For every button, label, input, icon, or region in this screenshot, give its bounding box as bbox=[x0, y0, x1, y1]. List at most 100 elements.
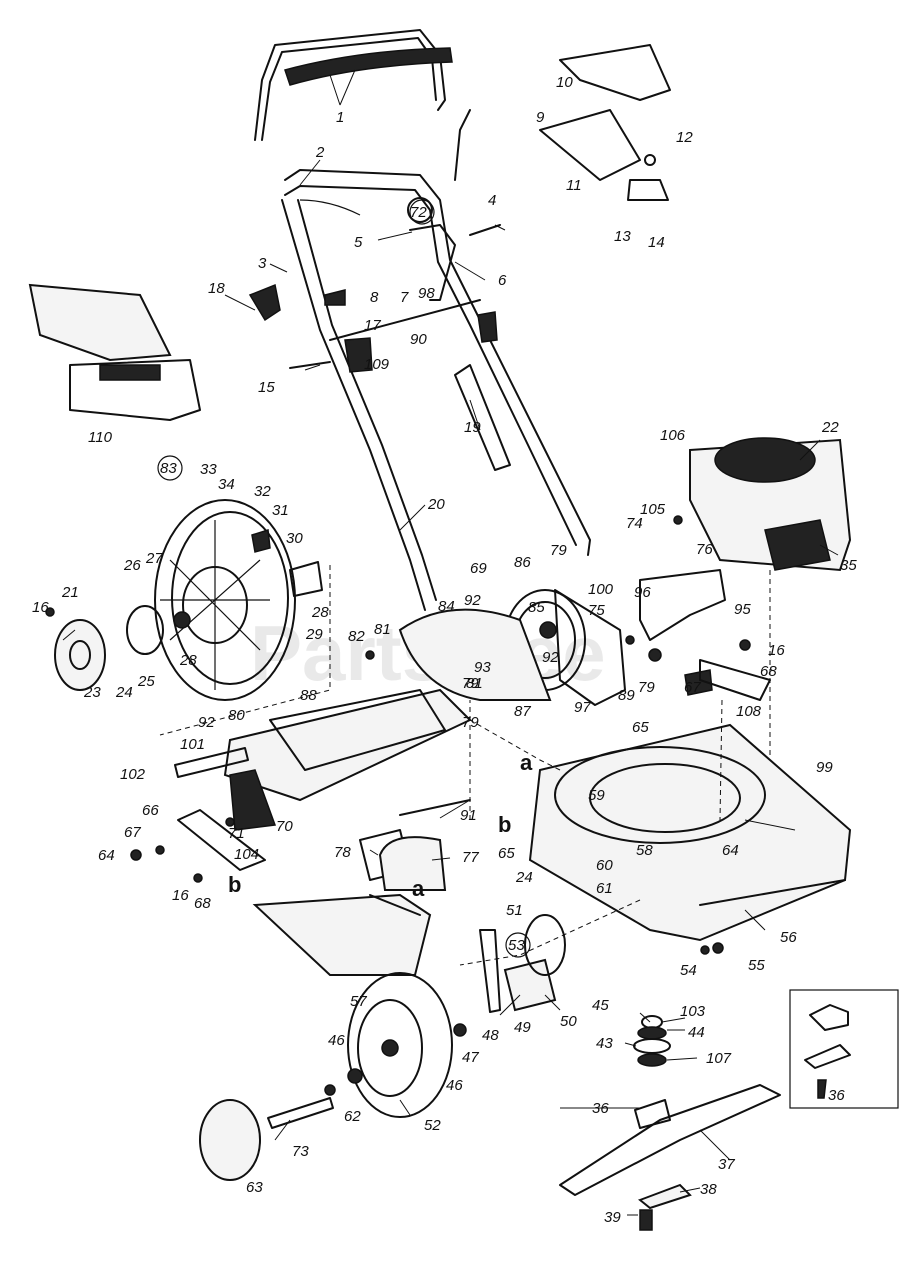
rear-wheel bbox=[154, 499, 296, 701]
callout-30: 30 bbox=[286, 530, 303, 547]
control-bail-assembly bbox=[407, 109, 471, 301]
callout-105: 105 bbox=[640, 501, 666, 518]
callout-92a: 92 bbox=[198, 714, 215, 731]
rear-baffle bbox=[223, 688, 472, 831]
callout-35: 35 bbox=[840, 557, 857, 574]
callout-104: 104 bbox=[234, 846, 259, 863]
callout-79a: 79 bbox=[550, 542, 567, 559]
callout-84: 84 bbox=[438, 598, 455, 615]
callout-75: 75 bbox=[588, 602, 605, 619]
callout-82: 82 bbox=[348, 628, 365, 645]
callout-60: 60 bbox=[596, 857, 613, 874]
callout-79d: 79 bbox=[638, 679, 655, 696]
callout-16a: 16 bbox=[32, 599, 49, 616]
callout-44: 44 bbox=[688, 1024, 705, 1041]
callout-68a: 68 bbox=[194, 895, 211, 912]
front-axle-bolt bbox=[267, 1097, 334, 1129]
callout-71: 71 bbox=[228, 825, 245, 842]
mower-deck bbox=[528, 723, 852, 942]
callout-28b: 28 bbox=[311, 604, 329, 621]
callout-81a: 81 bbox=[374, 621, 391, 638]
callout-31: 31 bbox=[272, 502, 289, 519]
callout-48: 48 bbox=[482, 1027, 499, 1044]
drive-gear-small bbox=[126, 605, 164, 655]
callout-106: 106 bbox=[660, 427, 686, 444]
small-fasteners bbox=[45, 515, 751, 1096]
callout-59: 59 bbox=[588, 787, 605, 804]
front-height-bracket bbox=[479, 914, 566, 1013]
callout-32: 32 bbox=[254, 483, 271, 500]
callout-85: 85 bbox=[528, 599, 545, 616]
callout-73: 73 bbox=[292, 1143, 309, 1160]
callout-57: 57 bbox=[350, 993, 367, 1010]
callout-15: 15 bbox=[258, 379, 275, 396]
brake-bracket bbox=[639, 569, 771, 701]
callout-25: 25 bbox=[137, 673, 155, 690]
callout-54: 54 bbox=[680, 962, 697, 979]
callout-52: 52 bbox=[424, 1117, 441, 1134]
callout-16c: 16 bbox=[172, 887, 189, 904]
callout-labels: 1 2 3 4 5 6 7 8 9 10 11 12 13 14 15 16 1… bbox=[32, 74, 857, 1226]
callout-108: 108 bbox=[736, 703, 762, 720]
callout-58: 58 bbox=[636, 842, 653, 859]
callout-6: 6 bbox=[498, 272, 507, 289]
blade-stiffener bbox=[638, 1183, 692, 1210]
callout-70: 70 bbox=[276, 818, 293, 835]
callout-61: 61 bbox=[596, 880, 613, 897]
callout-74: 74 bbox=[626, 515, 643, 532]
callout-79c: 79 bbox=[462, 714, 479, 731]
callout-69: 69 bbox=[470, 560, 487, 577]
callout-45: 45 bbox=[592, 997, 609, 1014]
bushing-30 bbox=[251, 529, 271, 553]
callout-81b: 81 bbox=[466, 675, 483, 692]
leader-lines bbox=[62, 69, 839, 1216]
callout-13: 13 bbox=[614, 228, 631, 245]
callout-92b: 92 bbox=[464, 592, 481, 609]
blade-adapter-stack bbox=[633, 1015, 671, 1067]
callout-11: 11 bbox=[566, 177, 582, 194]
callout-83: 83 bbox=[160, 460, 177, 477]
callout-79b: 79 bbox=[462, 675, 479, 692]
callout-1: 1 bbox=[336, 109, 344, 126]
ref-b-adjuster: b bbox=[228, 872, 241, 897]
callout-10: 10 bbox=[556, 74, 573, 91]
callout-21: 21 bbox=[61, 584, 79, 601]
blade-bolt bbox=[639, 1209, 653, 1231]
callout-65b: 65 bbox=[498, 845, 515, 862]
callout-99: 99 bbox=[816, 759, 833, 776]
callout-63: 63 bbox=[246, 1179, 263, 1196]
callout-67a: 67 bbox=[124, 824, 141, 841]
front-hubcap bbox=[199, 1099, 261, 1181]
callout-53: 53 bbox=[508, 937, 525, 954]
callout-77: 77 bbox=[462, 849, 479, 866]
inset-box bbox=[789, 989, 899, 1109]
callout-28a: 28 bbox=[179, 652, 197, 669]
callout-46b: 46 bbox=[446, 1077, 463, 1094]
callout-55: 55 bbox=[748, 957, 765, 974]
callout-18: 18 bbox=[208, 280, 225, 297]
callout-110: 110 bbox=[88, 429, 113, 446]
callout-26: 26 bbox=[123, 557, 141, 574]
callout-64a: 64 bbox=[98, 847, 115, 864]
callout-46a: 46 bbox=[328, 1032, 345, 1049]
callout-98: 98 bbox=[418, 285, 435, 302]
callout-56: 56 bbox=[780, 929, 797, 946]
callout-17: 17 bbox=[364, 317, 381, 334]
gear-cover bbox=[554, 589, 626, 706]
ref-b-deck: b bbox=[498, 812, 511, 837]
ref-a-deck: a bbox=[520, 750, 533, 775]
callout-65a: 65 bbox=[632, 719, 649, 736]
callout-2: 2 bbox=[315, 144, 325, 161]
callout-24b: 24 bbox=[515, 869, 533, 886]
callout-19: 19 bbox=[464, 419, 481, 436]
callout-36a: 36 bbox=[592, 1100, 609, 1117]
transmission-housing bbox=[398, 608, 552, 701]
callout-4: 4 bbox=[488, 192, 496, 209]
callout-38: 38 bbox=[700, 1181, 717, 1198]
callout-49: 49 bbox=[514, 1019, 531, 1036]
callout-109: 109 bbox=[364, 356, 390, 373]
ref-a-plate: a bbox=[412, 876, 425, 901]
callout-3: 3 bbox=[258, 255, 267, 272]
callout-27: 27 bbox=[145, 550, 163, 567]
callout-68b: 68 bbox=[760, 663, 777, 680]
